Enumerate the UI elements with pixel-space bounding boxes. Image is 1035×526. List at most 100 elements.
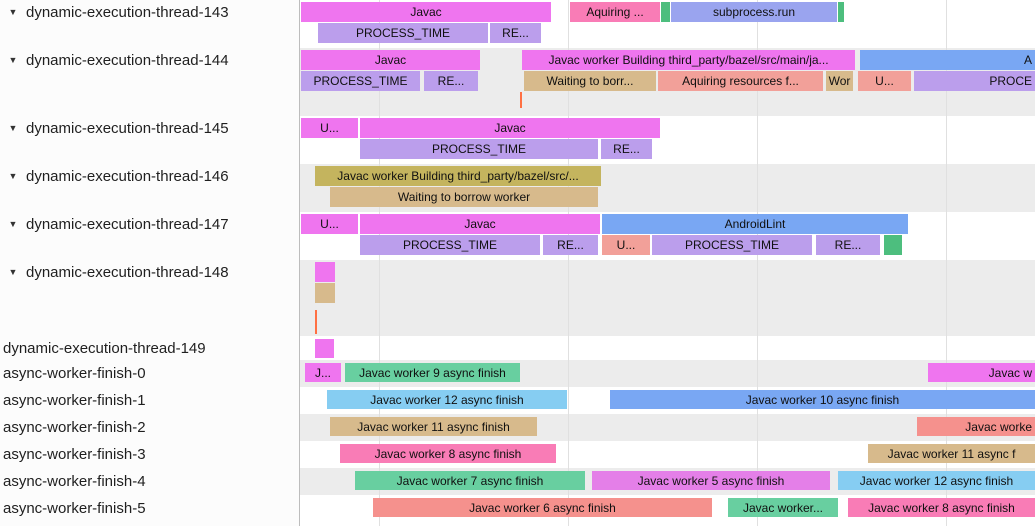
- trace-slice[interactable]: U...: [301, 214, 358, 234]
- track-label-row[interactable]: ▼dynamic-execution-thread-143: [0, 0, 299, 48]
- trace-slice[interactable]: Javac worker Building third_party/bazel/…: [522, 50, 855, 70]
- trace-slice[interactable]: [315, 339, 334, 358]
- slice-label: U...: [320, 217, 339, 231]
- collapse-expander-icon[interactable]: ▼: [8, 55, 18, 65]
- track-label-row[interactable]: async-worker-finish-2: [0, 414, 299, 441]
- collapse-expander-icon[interactable]: ▼: [8, 123, 18, 133]
- slice-label: PROCESS_TIME: [402, 238, 498, 252]
- track-label-row[interactable]: ▼dynamic-execution-thread-146: [0, 164, 299, 212]
- trace-slice[interactable]: Javac worker 11 async f: [868, 444, 1035, 463]
- slice-label: Javac: [494, 121, 526, 135]
- trace-slice[interactable]: Javac worker 8 async finish: [340, 444, 556, 463]
- trace-slice[interactable]: Javac worker 6 async finish: [373, 498, 712, 517]
- trace-slice[interactable]: Javac worke: [917, 417, 1035, 436]
- trace-slice[interactable]: PROCE: [914, 71, 1035, 91]
- trace-slice[interactable]: Javac: [301, 2, 551, 22]
- trace-slice[interactable]: PROCESS_TIME: [318, 23, 488, 43]
- trace-slice[interactable]: AndroidLint: [602, 214, 908, 234]
- trace-slice[interactable]: PROCESS_TIME: [652, 235, 812, 255]
- track-label-row[interactable]: dynamic-execution-thread-149: [0, 336, 299, 360]
- trace-slice[interactable]: Javac w: [928, 363, 1035, 382]
- trace-slice[interactable]: Aquiring resources f...: [658, 71, 823, 91]
- track-label: dynamic-execution-thread-148: [26, 264, 229, 281]
- track-label-row[interactable]: ▼ dynamic-execution-thread-148: [0, 260, 299, 336]
- slice-label: J...: [314, 365, 331, 380]
- trace-slice[interactable]: Javac worker 12 async finish: [327, 390, 567, 409]
- track-label-row[interactable]: async-worker-finish-5: [0, 495, 299, 522]
- track-label-row[interactable]: ▼ dynamic-execution-thread-147: [0, 212, 299, 260]
- track-label: async-worker-finish-2: [3, 419, 146, 436]
- trace-slice[interactable]: Javac: [360, 118, 660, 138]
- slice-label: Wor: [828, 74, 851, 88]
- track-label-row[interactable]: async-worker-finish-1: [0, 387, 299, 414]
- trace-slice[interactable]: Javac worker 12 async finish: [838, 471, 1035, 490]
- track-label-row[interactable]: ▼dynamic-execution-thread-144: [0, 48, 299, 116]
- trace-slice[interactable]: Javac worker 10 async finish: [610, 390, 1035, 409]
- slice-label: Javac: [410, 5, 442, 19]
- trace-slice[interactable]: subprocess.run: [671, 2, 837, 22]
- slice-label: PROCESS_TIME: [313, 74, 408, 88]
- slice-label: Javac worker 11 async finish: [357, 419, 510, 434]
- gridline: [946, 0, 947, 526]
- track-label-row[interactable]: async-worker-finish-4: [0, 468, 299, 495]
- slice-label: RE...: [437, 74, 465, 88]
- collapse-expander-icon[interactable]: ▼: [8, 219, 18, 229]
- trace-slice[interactable]: PROCESS_TIME: [360, 235, 540, 255]
- slice-label: Javac worker...: [742, 500, 824, 515]
- trace-slice[interactable]: [661, 2, 670, 22]
- trace-slice[interactable]: Javac worker 9 async finish: [345, 363, 520, 382]
- trace-slice[interactable]: PROCESS_TIME: [360, 139, 598, 159]
- slice-label: RE...: [557, 238, 584, 252]
- instant-event-tick[interactable]: [315, 310, 317, 334]
- slice-label: RE...: [834, 238, 862, 252]
- trace-slice[interactable]: PROCESS_TIME: [301, 71, 420, 91]
- trace-slice[interactable]: RE...: [424, 71, 478, 91]
- trace-slice[interactable]: [315, 283, 335, 303]
- trace-slice[interactable]: RE...: [543, 235, 598, 255]
- instant-event-tick[interactable]: [520, 92, 522, 108]
- slice-label: Javac worker Building third_party/bazel/…: [548, 53, 829, 67]
- track-label-row[interactable]: async-worker-finish-0: [0, 360, 299, 387]
- trace-slice[interactable]: U...: [858, 71, 911, 91]
- trace-slice[interactable]: Wor: [826, 71, 853, 91]
- trace-slice[interactable]: U...: [301, 118, 358, 138]
- trace-slice[interactable]: Waiting to borr...: [524, 71, 656, 91]
- slice-label: Javac worker 10 async finish: [745, 392, 900, 407]
- trace-slice[interactable]: Waiting to borrow worker: [330, 187, 598, 207]
- slice-label: Javac: [374, 53, 407, 67]
- slice-label: U...: [875, 74, 894, 88]
- slice-label: Aquiring ...: [586, 5, 644, 19]
- trace-slice[interactable]: Javac worker Building third_party/bazel/…: [315, 166, 601, 186]
- collapse-expander-icon[interactable]: ▼: [8, 7, 18, 17]
- track-label-row[interactable]: async-worker-finish-3: [0, 441, 299, 468]
- trace-slice[interactable]: Javac worker 5 async finish: [592, 471, 830, 490]
- slice-label: Javac worker 6 async finish: [469, 500, 616, 515]
- collapse-expander-icon[interactable]: ▼: [8, 267, 18, 277]
- slice-label: Javac worker 11 async f: [887, 446, 1016, 461]
- collapse-expander-icon[interactable]: ▼: [8, 171, 18, 181]
- trace-slice[interactable]: RE...: [816, 235, 880, 255]
- track-label: async-worker-finish-5: [3, 500, 146, 517]
- track-name-panel: ▼dynamic-execution-thread-143▼dynamic-ex…: [0, 0, 300, 526]
- track-label-row[interactable]: ▼dynamic-execution-thread-145: [0, 116, 299, 164]
- trace-slice[interactable]: Aquiring ...: [570, 2, 660, 22]
- slice-label: Waiting to borr...: [546, 74, 634, 88]
- trace-slice[interactable]: J...: [305, 363, 341, 382]
- trace-slice[interactable]: Javac worker 8 async finish: [848, 498, 1035, 517]
- trace-slice[interactable]: Javac: [301, 50, 480, 70]
- slice-label: RE...: [502, 26, 529, 40]
- trace-slice[interactable]: Javac: [360, 214, 600, 234]
- trace-slice[interactable]: Javac worker 11 async finish: [330, 417, 537, 436]
- trace-slice[interactable]: RE...: [601, 139, 652, 159]
- trace-slice[interactable]: [315, 262, 335, 282]
- trace-slice[interactable]: [838, 2, 844, 22]
- trace-slice[interactable]: Javac worker 7 async finish: [355, 471, 585, 490]
- trace-slice[interactable]: A: [860, 50, 1035, 70]
- trace-slice[interactable]: Javac worker...: [728, 498, 838, 517]
- trace-slice[interactable]: RE...: [490, 23, 541, 43]
- trace-slice[interactable]: U...: [602, 235, 650, 255]
- track-label: dynamic-execution-thread-147: [26, 216, 229, 233]
- gridline: [568, 0, 569, 526]
- trace-slice[interactable]: [884, 235, 902, 255]
